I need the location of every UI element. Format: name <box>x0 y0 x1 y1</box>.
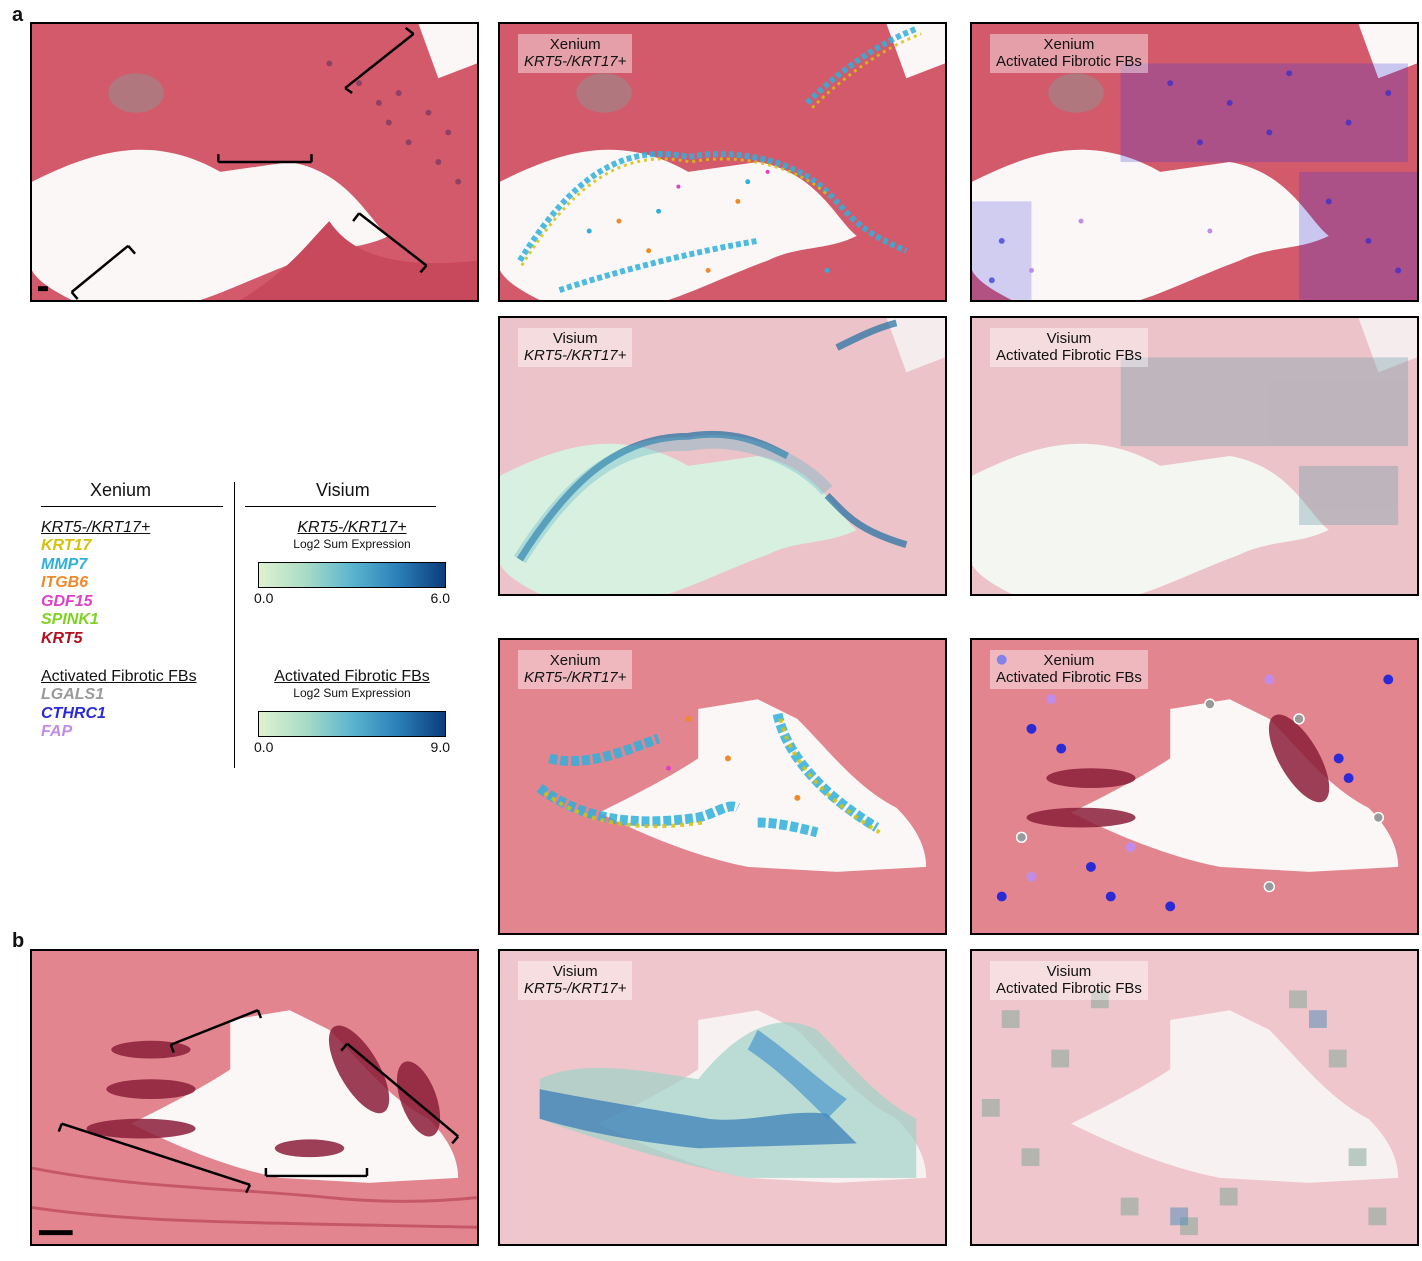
legend-gene-fap: FAP <box>41 723 73 740</box>
legend-gene-krt17: KRT17 <box>41 537 92 554</box>
panel-tag: Xenium Activated Fibrotic FBs <box>990 34 1148 73</box>
legend-visium-header: Visium <box>316 480 370 500</box>
visium-fb-panel-b: Visium Activated Fibrotic FBs <box>970 949 1419 1246</box>
legend-gene-cthrc1: CTHRC1 <box>41 704 106 722</box>
xenium-fb-panel-a: Xenium Activated Fibrotic FBs <box>970 22 1419 302</box>
visium-krt-panel-b: Visium KRT5-/KRT17+ <box>498 949 947 1246</box>
legend-gene-krt5: KRT5 <box>41 629 83 647</box>
panel-label-b: b <box>12 930 25 952</box>
colorbar-fb-subtitle: Log2 Sum Expression <box>293 686 411 700</box>
legend-gene-itgb6: ITGB6 <box>41 574 89 591</box>
xenium-krt-image <box>500 640 945 933</box>
legend-rule <box>245 506 436 507</box>
colorbar-krt-min: 0.0 <box>254 590 274 606</box>
xenium-krt-image <box>500 24 945 300</box>
visium-fb-image <box>972 318 1417 594</box>
panel-label-a: a <box>12 4 24 26</box>
legend-gene-gdf15: GDF15 <box>41 592 93 610</box>
colorbar-fb-min: 0.0 <box>254 739 274 755</box>
colorbar-fb-title: Activated Fibrotic FBs <box>274 668 430 685</box>
xenium-fb-panel-b: Xenium Activated Fibrotic FBs <box>970 638 1419 935</box>
legend-gene-lgals1: LGALS1 <box>41 686 105 703</box>
panel-tag: Visium Activated Fibrotic FBs <box>990 328 1148 367</box>
panel-tag: Xenium KRT5-/KRT17+ <box>518 34 633 73</box>
visium-krt-panel-a: Visium KRT5-/KRT17+ <box>498 316 947 596</box>
colorbar-krt-max: 6.0 <box>430 590 450 606</box>
legend-divider <box>234 482 235 768</box>
colorbar-fb-max: 9.0 <box>430 739 450 755</box>
colorbar-fb-gradient <box>258 711 446 737</box>
he-overview-image-b <box>30 949 479 1246</box>
xenium-krt-panel-b: Xenium KRT5-/KRT17+ <box>498 638 947 935</box>
legend-gene-spink1: SPINK1 <box>41 611 99 628</box>
visium-krt-image <box>500 951 945 1244</box>
he-overview-image-a <box>30 22 479 302</box>
xenium-fb-image <box>972 24 1417 300</box>
panel-tag: Xenium KRT5-/KRT17+ <box>518 650 633 689</box>
xenium-fb-image <box>972 640 1417 933</box>
visium-fb-panel-a: Visium Activated Fibrotic FBs <box>970 316 1419 596</box>
he-tissue-image <box>32 24 477 300</box>
panel-tag: Visium Activated Fibrotic FBs <box>990 961 1148 1000</box>
he-tissue-image <box>32 951 477 1244</box>
panel-tag: Xenium Activated Fibrotic FBs <box>990 650 1148 689</box>
visium-fb-image <box>972 951 1417 1244</box>
visium-krt-image <box>500 318 945 594</box>
colorbar-fb: Activated Fibrotic FBs Log2 Sum Expressi… <box>254 667 450 755</box>
legend-krt-group-title: KRT5-/KRT17+ <box>41 519 151 536</box>
legend-xenium-header: Xenium <box>90 480 152 500</box>
colorbar-krt-title: KRT5-/KRT17+ <box>297 519 407 536</box>
colorbar-krt-gradient <box>258 562 446 588</box>
colorbar-krt: KRT5-/KRT17+ Log2 Sum Expression 0.0 6.0 <box>254 518 450 606</box>
panel-tag: Visium KRT5-/KRT17+ <box>518 961 633 1000</box>
panel-tag: Visium KRT5-/KRT17+ <box>518 328 633 367</box>
legend-rule <box>41 506 223 507</box>
colorbar-krt-subtitle: Log2 Sum Expression <box>293 537 411 551</box>
legend-gene-mmp7: MMP7 <box>41 555 88 573</box>
xenium-krt-panel-a: Xenium KRT5-/KRT17+ <box>498 22 947 302</box>
legend-fb-group-title: Activated Fibrotic FBs <box>41 668 197 685</box>
